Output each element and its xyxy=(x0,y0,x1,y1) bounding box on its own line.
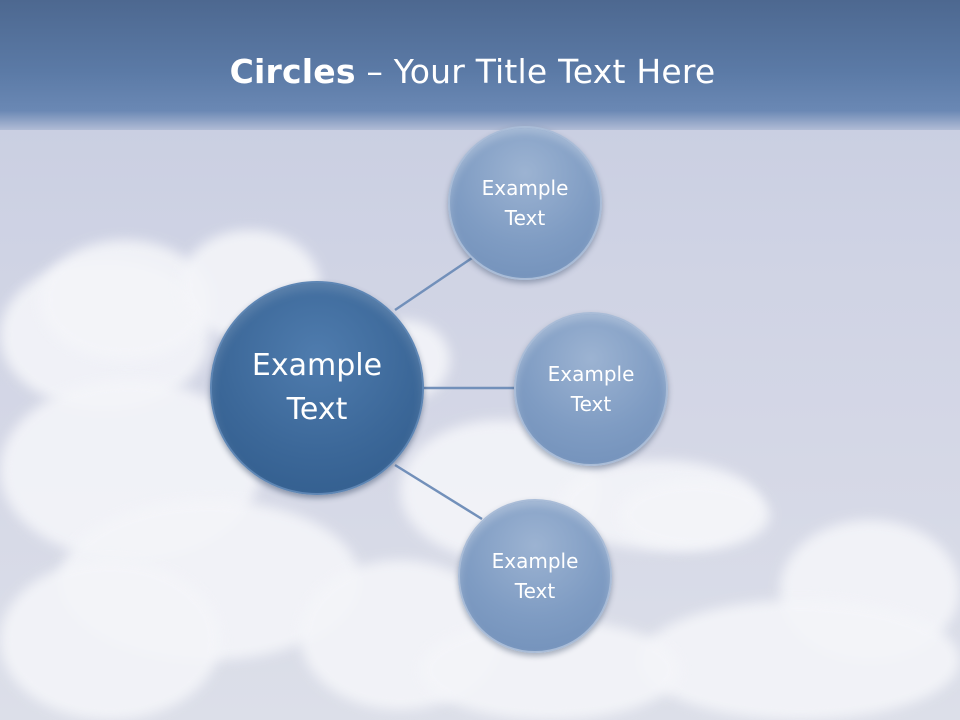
slide-title: Circles – Your Title Text Here xyxy=(0,52,945,91)
title-rest: – Your Title Text Here xyxy=(355,52,716,91)
node-circle-middle[interactable]: Example Text xyxy=(514,312,668,466)
center-circle[interactable]: Example Text xyxy=(210,281,424,495)
node-circle-label: Example Text xyxy=(547,362,635,416)
connector-line-bottom xyxy=(394,463,483,521)
node-circle-top[interactable]: Example Text xyxy=(448,126,602,280)
title-bold-word: Circles xyxy=(229,52,356,91)
node-circle-label: Example Text xyxy=(491,549,579,603)
connector-line-top xyxy=(394,256,473,312)
node-circle-bottom[interactable]: Example Text xyxy=(458,499,612,653)
node-circle-label: Example Text xyxy=(481,176,569,230)
center-circle-label: Example Text xyxy=(251,348,383,427)
title-bar xyxy=(0,0,960,130)
